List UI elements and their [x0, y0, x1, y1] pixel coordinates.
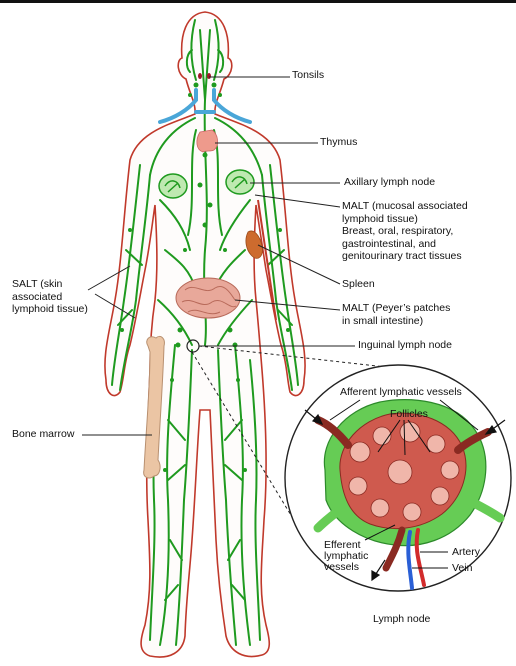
- label-afferent-vessels: Afferent lymphatic vessels: [340, 386, 462, 399]
- label-salt: SALT (skin associated lymphoid tissue): [12, 278, 88, 316]
- label-axillary-lymph-node: Axillary lymph node: [344, 176, 435, 189]
- label-artery: Artery: [452, 546, 480, 559]
- malt1-line-3: Breast, oral, respiratory,: [342, 225, 468, 238]
- label-vein: Vein: [452, 562, 472, 575]
- label-bone-marrow: Bone marrow: [12, 428, 74, 441]
- label-thymus: Thymus: [320, 136, 357, 149]
- label-tonsils: Tonsils: [292, 69, 324, 82]
- small-intestine: [176, 278, 240, 318]
- label-malt-peyers: MALT (Peyer’s patches in small intestine…: [342, 302, 450, 327]
- malt2-line-1: MALT (Peyer’s patches: [342, 302, 450, 315]
- thymus: [197, 130, 218, 152]
- malt1-line-1: MALT (mucosal associated: [342, 200, 468, 213]
- label-malt-mucosal: MALT (mucosal associated lymphoid tissue…: [342, 200, 468, 263]
- malt1-line-4: gastrointestinal, and: [342, 238, 468, 251]
- label-follicles: Follicles: [390, 408, 428, 421]
- malt2-line-2: in small intestine): [342, 315, 450, 328]
- malt1-line-5: genitourinary tract tissues: [342, 250, 468, 263]
- label-inguinal-lymph-node: Inguinal lymph node: [358, 339, 452, 352]
- salt-line-3: lymphoid tissue): [12, 303, 88, 316]
- malt1-line-2: lymphoid tissue): [342, 213, 468, 226]
- label-efferent-vessels: Efferent lymphatic vessels: [324, 540, 368, 573]
- label-spleen: Spleen: [342, 278, 375, 291]
- salt-line-1: SALT (skin: [12, 278, 88, 291]
- label-lymph-node: Lymph node: [373, 613, 430, 626]
- salt-line-2: associated: [12, 291, 88, 304]
- efferent-line-3: vessels: [324, 562, 368, 573]
- top-border: [0, 0, 516, 3]
